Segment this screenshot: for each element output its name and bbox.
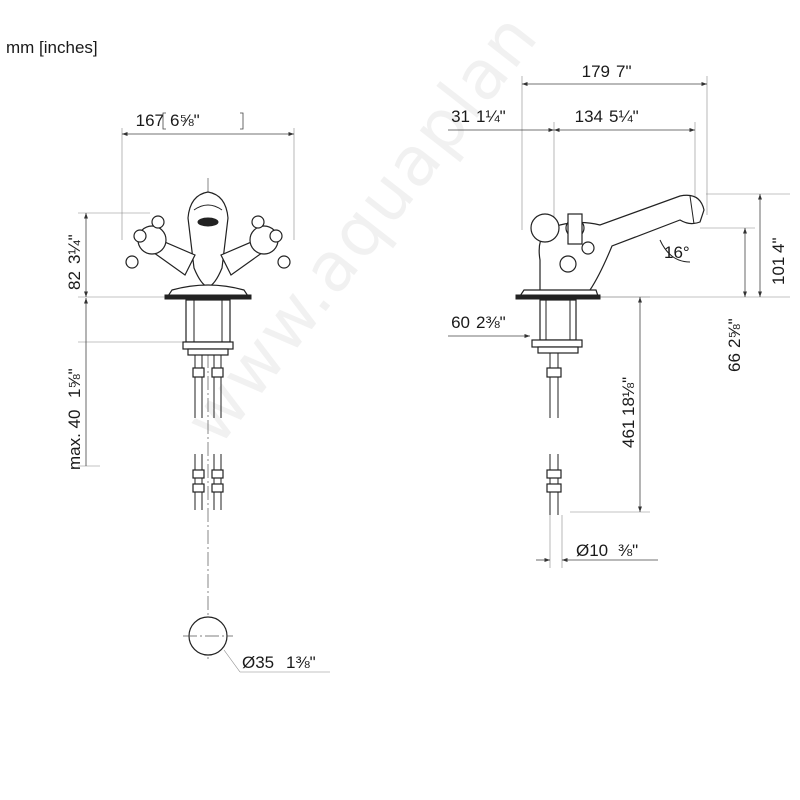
waste-diameter-inch: 1⅜" bbox=[286, 653, 316, 672]
hose-length-inch: 18⅛" bbox=[619, 377, 638, 416]
side-length-inch: 7" bbox=[616, 62, 632, 81]
side-reach-mm: 134 bbox=[575, 107, 603, 126]
side-height-mm: 101 bbox=[769, 257, 788, 285]
spout-height-inch: 2⅝" bbox=[725, 318, 744, 348]
hose-length-mm: 461 bbox=[619, 420, 638, 448]
hose-diameter-inch: ⅜" bbox=[618, 541, 638, 560]
front-thickness-mm: max. 40 bbox=[65, 410, 84, 470]
front-width-inch: 6⅝" bbox=[170, 111, 200, 130]
side-length-mm: 179 bbox=[582, 62, 610, 81]
front-height-mm: 82 bbox=[65, 271, 84, 290]
base-height-mm: 60 bbox=[451, 313, 470, 332]
unit-caption: mm [inches] bbox=[6, 38, 98, 57]
side-view: 179 7" 31 1¼" 134 5¼" 101 4" 66 2⅝" 60 2… bbox=[448, 62, 790, 568]
front-thickness-inch: 1⅝" bbox=[65, 368, 84, 398]
front-height-inch: 3¼" bbox=[65, 234, 84, 264]
waste-diameter-mm: Ø35 bbox=[242, 653, 274, 672]
spout-angle: 16° bbox=[664, 243, 690, 262]
spout-height-mm: 66 bbox=[725, 353, 744, 372]
side-height-inch: 4" bbox=[769, 238, 788, 254]
hose-diameter-mm: Ø10 bbox=[576, 541, 608, 560]
front-width-mm: 167 bbox=[136, 111, 164, 130]
side-reach-inch: 5¼" bbox=[609, 107, 639, 126]
base-height-inch: 2⅜" bbox=[476, 313, 506, 332]
side-offset-inch: 1¼" bbox=[476, 107, 506, 126]
front-view: 167 6⅝" 82 3¼" max. 40 1⅝" bbox=[65, 111, 330, 673]
side-offset-mm: 31 bbox=[451, 107, 470, 126]
